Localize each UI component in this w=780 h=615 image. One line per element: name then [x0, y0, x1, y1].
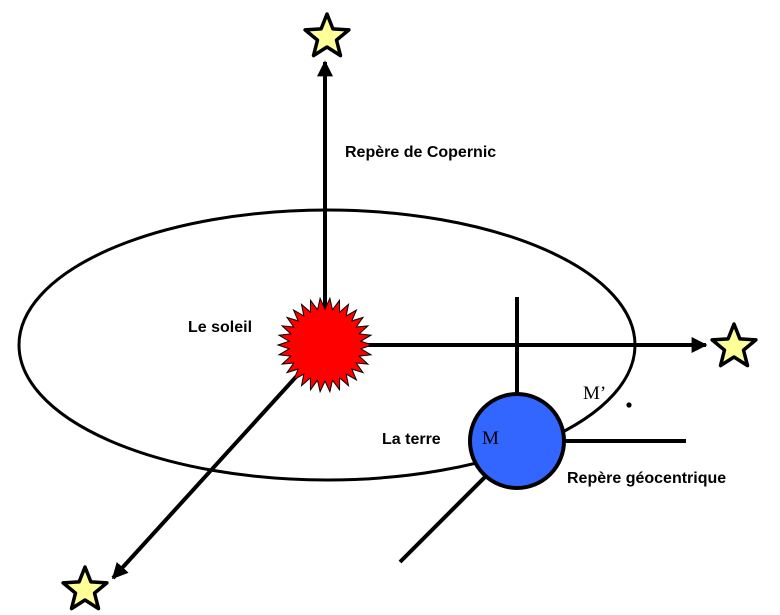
geocentric-frame-label: Repère géocentrique [567, 470, 726, 487]
star-icon [303, 12, 351, 58]
sun-burst-icon [276, 296, 374, 394]
point-m-prime-dot [626, 402, 632, 408]
sun-label: Le soleil [188, 319, 252, 336]
point-m-prime-label: M’ [583, 383, 606, 404]
star-icon [61, 565, 109, 611]
earth-label: La terre [382, 431, 441, 448]
star-icon [710, 322, 758, 368]
point-m-label: M [482, 428, 499, 449]
copernic-axis-y [111, 343, 327, 580]
copernic-frame-label: Repère de Copernic [345, 144, 496, 161]
earth-circle-icon [468, 392, 566, 490]
